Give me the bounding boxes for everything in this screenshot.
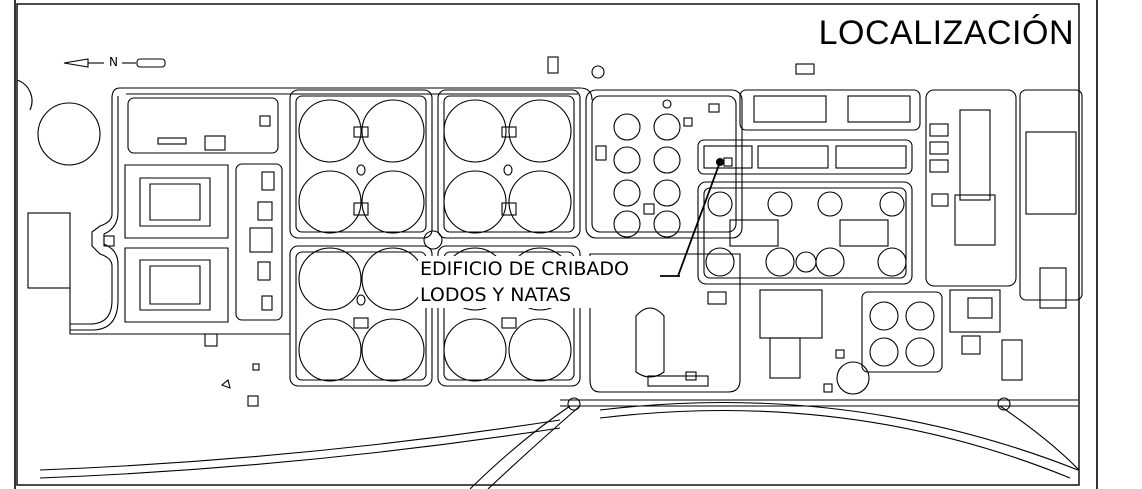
lower-east-structures (589, 253, 1023, 395)
sludge-area (547, 56, 743, 239)
clarifier-group-center (423, 89, 581, 387)
drawing-frame (14, 0, 1098, 489)
reactor-zone (697, 181, 913, 285)
left-edge-structures (16, 79, 101, 289)
access-road-lower (469, 397, 1080, 489)
east-buildings (925, 89, 1083, 309)
page-title: LOCALIZACIÓN (818, 14, 1074, 52)
callout-line-1: EDIFICIO DE CRIBADO (420, 258, 629, 280)
callout-label: EDIFICIO DE CRIBADO LODOS Y NATAS (418, 256, 631, 308)
callout-leader (660, 157, 725, 277)
callout-line-2: LODOS Y NATAS (420, 284, 572, 306)
cribado-building-zone (697, 63, 921, 175)
clarifier-group-west (289, 89, 433, 387)
north-label: N (108, 55, 119, 69)
pretreatment-buildings (103, 97, 283, 407)
north-arrow-icon (63, 58, 166, 68)
